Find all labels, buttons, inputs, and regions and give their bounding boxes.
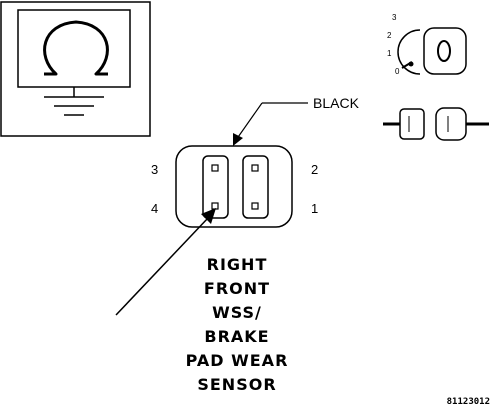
connector-color-label: BLACK bbox=[313, 95, 360, 111]
connector-cavity-right bbox=[242, 155, 269, 219]
connector-half-left bbox=[399, 108, 425, 140]
pin-label-2: 2 bbox=[311, 162, 318, 177]
callout-leader-diagonal bbox=[235, 102, 263, 141]
ohm-symbol bbox=[43, 20, 109, 76]
pin-3-terminal bbox=[211, 164, 219, 172]
key-position-1: 1 bbox=[387, 49, 392, 58]
caption-line-6: SENSOR bbox=[197, 375, 276, 394]
pin-label-1: 1 bbox=[311, 201, 318, 216]
key-hole bbox=[437, 40, 451, 62]
probe-arrowhead bbox=[201, 208, 216, 224]
disconnected-connector-icon bbox=[383, 107, 489, 141]
sensor-connector: 3 2 4 1 bbox=[151, 145, 318, 228]
connector-body bbox=[175, 145, 293, 228]
figure-reference-number: 81123012 bbox=[447, 397, 490, 407]
probe-arrow-line bbox=[115, 217, 209, 316]
ohmmeter bbox=[0, 1, 151, 137]
ignition-key-icon: 3 2 1 0 bbox=[387, 13, 467, 76]
component-caption: RIGHT FRONT WSS/ BRAKE PAD WEAR SENSOR bbox=[186, 255, 289, 394]
key-position-3: 3 bbox=[392, 13, 397, 22]
pin-2-terminal bbox=[251, 164, 259, 172]
connector-half-right bbox=[435, 107, 467, 141]
caption-line-3: WSS/ bbox=[212, 303, 262, 322]
key-head bbox=[423, 27, 467, 75]
callout-arrowhead bbox=[233, 133, 243, 146]
connector-color-callout: BLACK bbox=[233, 95, 360, 146]
caption-line-1: RIGHT bbox=[207, 255, 268, 274]
key-position-0: 0 bbox=[395, 67, 400, 76]
ohmmeter-outer-frame bbox=[0, 1, 151, 137]
caption-line-4: BRAKE bbox=[204, 327, 269, 346]
pin-label-4: 4 bbox=[151, 201, 158, 216]
connector-cavity-left bbox=[202, 155, 229, 219]
key-position-dot bbox=[408, 61, 414, 67]
ignition-switch-arc bbox=[397, 29, 421, 75]
probe-arrow bbox=[115, 208, 216, 316]
key-position-2: 2 bbox=[387, 31, 392, 40]
caption-line-2: FRONT bbox=[204, 279, 270, 298]
pin-1-terminal bbox=[251, 202, 259, 210]
pin-label-3: 3 bbox=[151, 162, 158, 177]
caption-line-5: PAD WEAR bbox=[186, 351, 289, 370]
